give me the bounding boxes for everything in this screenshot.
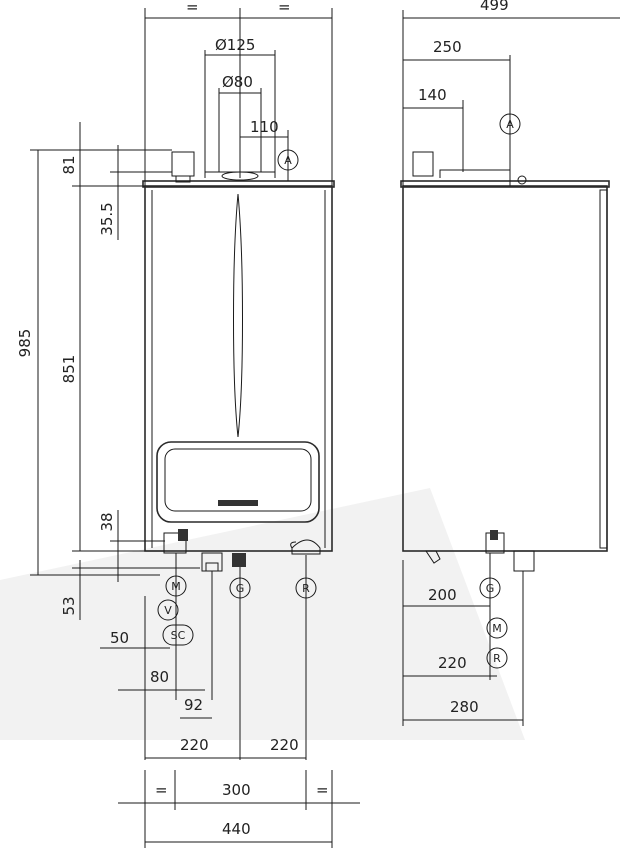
front-offset-80: 80 <box>150 668 169 686</box>
brand-strip <box>218 500 258 506</box>
side-d220: 220 <box>438 654 467 672</box>
fitting-M <box>163 532 187 554</box>
front-flue-offset: 110 <box>250 118 279 136</box>
front-label-A: A <box>284 154 292 167</box>
air-vent <box>171 151 195 177</box>
front-spacing-220-right: 220 <box>270 736 299 754</box>
side-label-R-circle <box>486 647 508 669</box>
background-shade <box>0 488 525 740</box>
front-height-body: 851 <box>60 355 78 384</box>
front-ridge <box>233 193 243 438</box>
front-bottom-300: 300 <box>222 781 251 799</box>
front-flue-inner: Ø80 <box>222 73 253 91</box>
side-label-M-circle <box>486 617 508 639</box>
side-label-A-circle <box>499 113 521 135</box>
fitting-G <box>232 553 246 567</box>
fitting-R <box>291 539 321 555</box>
front-label-A-circle <box>277 149 299 171</box>
front-view: = = Ø125 Ø80 110 A 985 851 81 35.5 38 <box>16 0 360 848</box>
front-top-35-5: 35.5 <box>98 202 116 235</box>
side-label-G-circle <box>479 577 501 599</box>
side-label-A: A <box>506 118 514 131</box>
side-air-vent <box>412 151 434 177</box>
front-label-SC-box <box>162 624 194 646</box>
front-spacing-220-left: 220 <box>180 736 209 754</box>
front-body-outline <box>144 185 333 552</box>
display-window <box>164 448 312 512</box>
side-d250: 250 <box>433 38 462 56</box>
front-label-M-circle <box>165 575 187 597</box>
front-label-V: V <box>164 604 172 617</box>
front-label-G-circle <box>229 577 251 599</box>
front-label-G: G <box>236 582 245 595</box>
side-label-M: M <box>492 622 502 635</box>
control-panel <box>156 441 320 523</box>
front-width-440: 440 <box>222 820 251 838</box>
front-label-SC: SC <box>171 629 186 642</box>
front-top-equal-left: = <box>186 0 199 16</box>
side-label-R: R <box>493 652 501 665</box>
front-label-R: R <box>302 582 310 595</box>
front-height-total: 985 <box>16 329 34 358</box>
side-body-outline <box>402 185 608 552</box>
front-flue-outer: Ø125 <box>215 36 255 54</box>
side-fitting-R <box>513 550 535 572</box>
front-bottom-53: 53 <box>60 596 78 615</box>
side-depth-499: 499 <box>480 0 509 14</box>
front-label-R-circle <box>295 577 317 599</box>
front-bottom-equal-left: = <box>155 781 168 799</box>
front-offset-50: 50 <box>110 629 129 647</box>
front-top-81: 81 <box>60 155 78 174</box>
front-bottom-38: 38 <box>98 512 116 531</box>
front-label-V-circle <box>157 599 179 621</box>
side-view: 499 250 140 A G M R 200 220 280 <box>400 0 620 726</box>
front-bottom-equal-right: = <box>316 781 329 799</box>
side-label-G: G <box>486 582 495 595</box>
side-d280: 280 <box>450 698 479 716</box>
side-flue <box>439 169 511 178</box>
front-top-equal-right: = <box>278 0 291 16</box>
front-top-plate <box>142 180 335 188</box>
front-offset-92: 92 <box>184 696 203 714</box>
side-top-plate <box>400 180 610 188</box>
side-d140: 140 <box>418 86 447 104</box>
front-label-M: M <box>171 580 181 593</box>
side-d200: 200 <box>428 586 457 604</box>
